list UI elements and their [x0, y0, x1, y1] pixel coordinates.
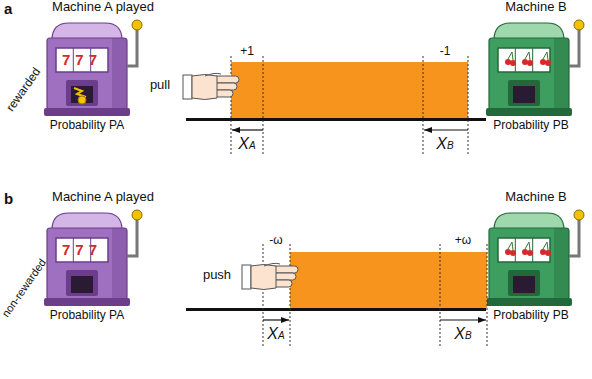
slot-machine-b — [486, 20, 584, 116]
outcome-label: non-rewarded — [0, 257, 49, 320]
panel-title: Machine A played — [52, 0, 154, 15]
slot-machine-a — [44, 210, 142, 306]
action-label: push — [203, 268, 231, 283]
probability-label: Probability PA — [50, 309, 124, 323]
slot-machine-b — [486, 210, 584, 306]
outcome-label: rewarded — [4, 66, 44, 115]
dotted-guides — [263, 244, 487, 346]
shift-arrow — [232, 129, 263, 130]
hand — [242, 263, 298, 289]
reel-symbols — [505, 242, 551, 256]
panel-letter: a — [4, 0, 12, 17]
position-label: XB — [436, 135, 453, 153]
base-line — [186, 308, 486, 311]
shift-arrow — [424, 129, 468, 130]
probability-label: Probability PB — [493, 309, 568, 323]
reel-symbols — [505, 52, 551, 66]
panel-title: Machine A played — [52, 190, 154, 205]
reward-spark — [74, 88, 86, 97]
orange-bar — [231, 62, 468, 118]
position-label: XA — [238, 135, 255, 153]
orange-bar — [290, 252, 487, 308]
machine-label: Machine B — [505, 0, 566, 15]
probability-label: Probability PA — [50, 119, 124, 133]
increment-label: -ω — [269, 234, 282, 248]
coin — [78, 96, 86, 104]
hand — [183, 73, 239, 99]
increment-label: +ω — [455, 234, 471, 248]
probability-label: Probability PB — [493, 119, 568, 133]
machine-label: Machine B — [505, 190, 566, 205]
position-label: XB — [454, 325, 471, 343]
shift-arrow — [263, 319, 289, 320]
shift-arrow — [440, 319, 486, 320]
action-label: pull — [150, 78, 170, 93]
slot-machine-a — [44, 20, 142, 116]
increment-label: -1 — [440, 45, 451, 59]
reel-digits: 777 — [62, 51, 102, 68]
reel-digits: 777 — [62, 241, 102, 258]
panel-letter: b — [4, 190, 13, 207]
position-label: XA — [267, 325, 284, 343]
dotted-guides — [231, 56, 468, 156]
increment-label: +1 — [240, 45, 254, 59]
